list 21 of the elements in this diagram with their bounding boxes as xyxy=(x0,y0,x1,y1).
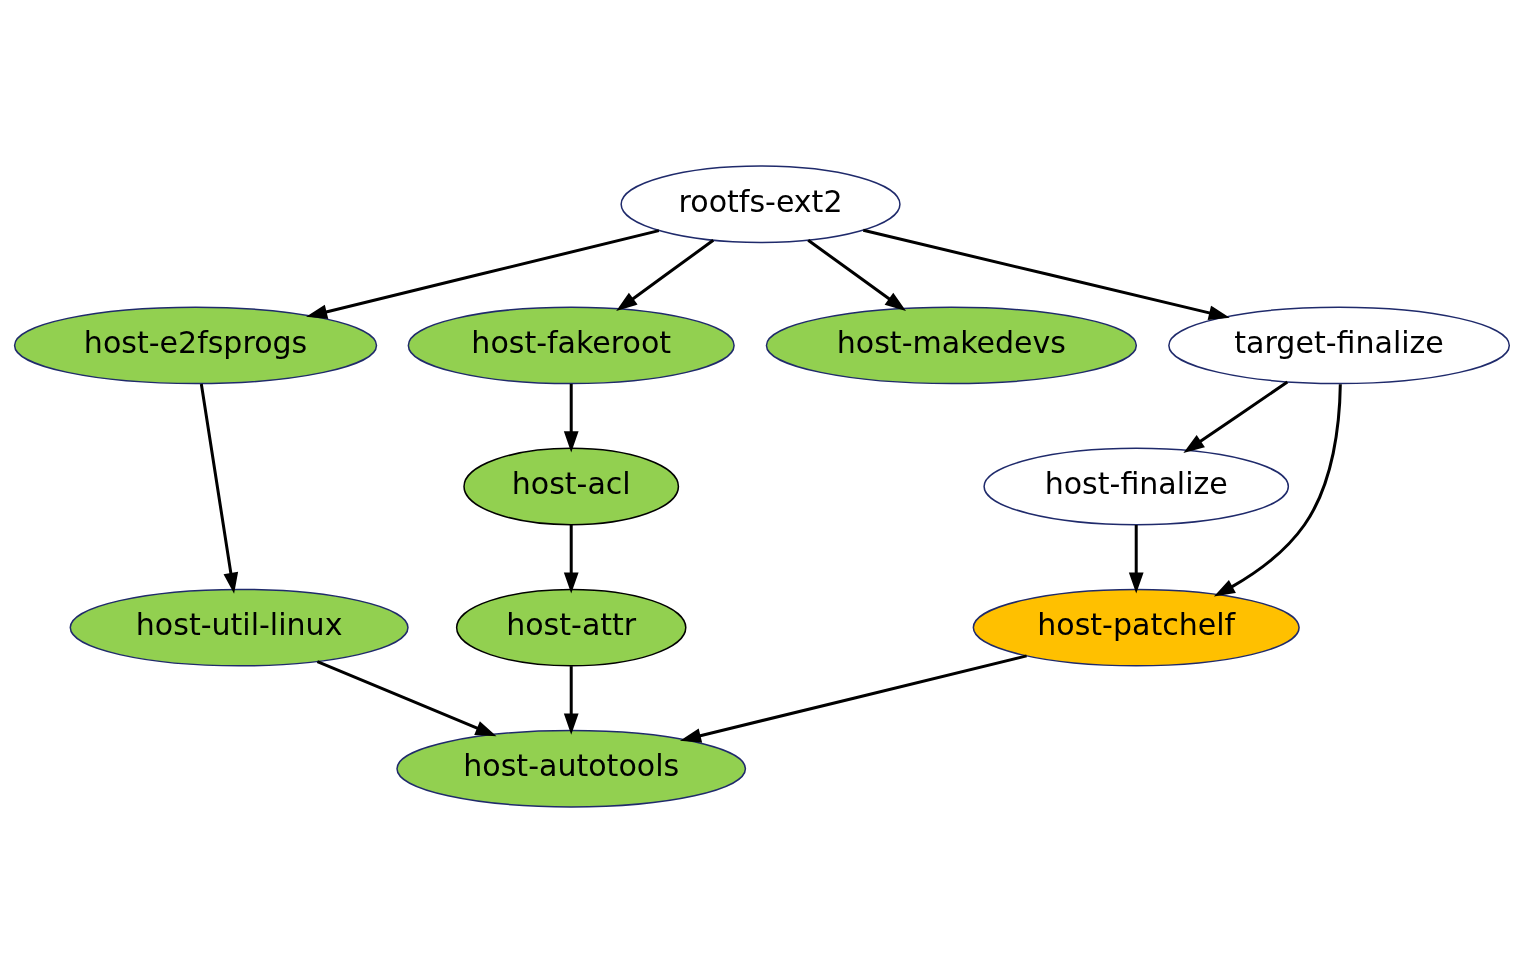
node-ellipse: host-fakeroot xyxy=(407,305,735,384)
arrow xyxy=(679,653,1027,743)
arrow xyxy=(807,238,907,311)
node-ellipse: host-util-linux xyxy=(69,588,409,667)
arrow xyxy=(1183,380,1289,453)
arrow xyxy=(563,524,579,594)
arrow xyxy=(1213,383,1342,597)
arrow xyxy=(1128,524,1144,594)
node-ellipse: host-acl xyxy=(463,447,680,525)
arrow xyxy=(616,238,715,311)
node-ellipse: host-finalize xyxy=(983,447,1290,525)
node-ellipse: host-patchelf xyxy=(972,588,1300,667)
arrow xyxy=(563,665,579,735)
arrow xyxy=(316,659,497,736)
node-ellipse: rootfs-ext2 xyxy=(620,164,901,243)
arrow xyxy=(862,228,1230,320)
arrow xyxy=(199,383,239,594)
node-ellipse: host-attr xyxy=(455,588,687,667)
arrow xyxy=(306,228,660,319)
node-ellipse: host-makedevs xyxy=(765,305,1138,384)
arrow xyxy=(563,383,579,452)
